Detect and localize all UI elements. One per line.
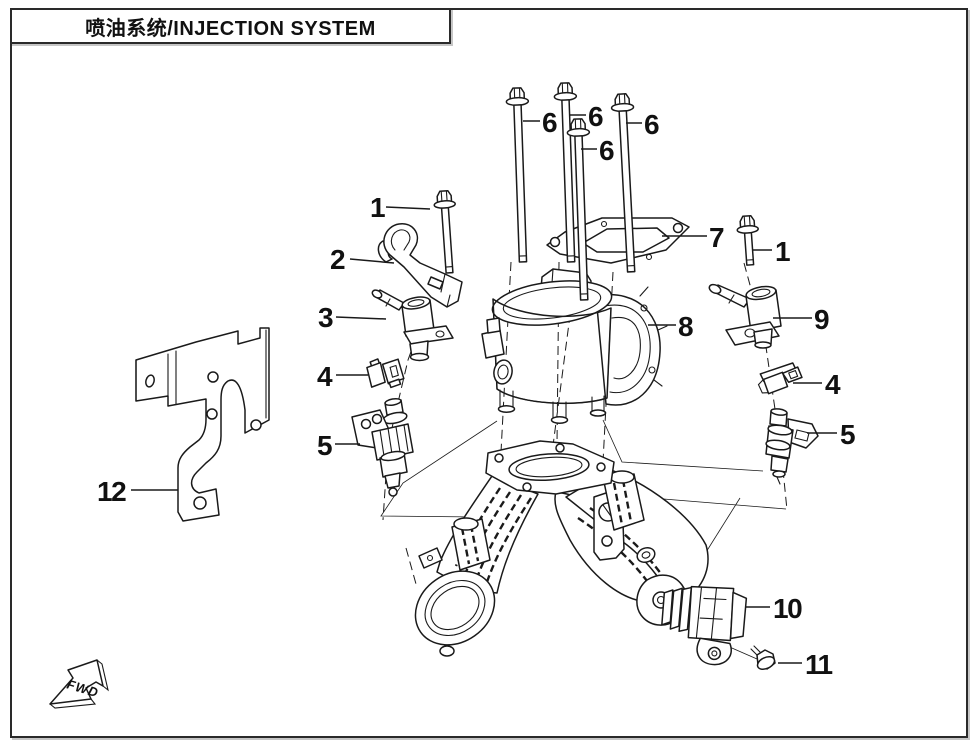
callout-8: 8 [678,311,693,342]
callout-11: 11 [805,649,833,680]
throttle-body-legs [497,389,607,424]
callout-5-right: 5 [840,419,855,450]
callout-7: 7 [709,222,724,253]
page-title: 喷油系统/INJECTION SYSTEM [85,17,376,40]
throttle-body-drawing [481,268,668,424]
callout-labels: 6 6 6 6 1 2 3 4 5 12 7 8 1 9 4 5 10 11 [97,101,857,680]
callout-6-d: 6 [599,135,614,166]
bolt-1-right [736,214,759,266]
leader-lines [131,114,837,664]
clamp-4-right-drawing [757,362,803,395]
callout-2: 2 [330,244,345,275]
map-sensor-drawing [661,585,748,666]
callout-9: 9 [814,304,829,335]
bracket-2-drawing [377,223,463,308]
callout-6-c: 6 [644,109,659,140]
clamp-4-left-drawing [366,358,405,389]
fwd-arrow: FWD [49,659,109,709]
callout-4-left: 4 [317,361,333,392]
injector-5-left-drawing [351,397,414,497]
callout-5-left: 5 [317,430,332,461]
pipe-joint-9-drawing [708,283,782,349]
flange-bolt-6-d [566,118,591,301]
callout-1-right: 1 [775,236,790,267]
callout-6-b: 6 [588,101,603,132]
bolt-1-left [433,189,456,274]
bolt-11-drawing [750,645,776,671]
injector-5-right-drawing [765,408,819,485]
callout-6-a: 6 [542,107,557,138]
intake-manifold-drawing [414,440,709,657]
flange-bolt-6-a [505,87,530,263]
callout-12: 12 [97,476,126,507]
title-box: 喷油系统/INJECTION SYSTEM [10,8,451,44]
callout-4-right: 4 [825,369,841,400]
pipe-joint-3-drawing [371,289,454,362]
callout-10: 10 [773,593,802,624]
callout-1-left: 1 [370,192,385,223]
flange-bolt-6-c [610,93,636,273]
flange-bolt-6-b [553,82,578,263]
page-border [10,8,968,738]
bracket-12-drawing [135,327,270,522]
callout-3: 3 [318,302,333,333]
